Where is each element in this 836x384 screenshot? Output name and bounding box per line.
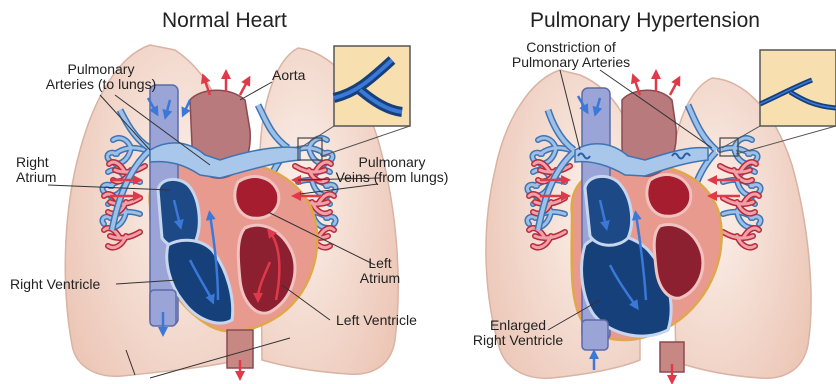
pulmonary-veins-label-line2: Veins (from lungs) bbox=[312, 170, 472, 185]
enlarged-rv-label-line2: Right Ventricle bbox=[460, 333, 576, 348]
constriction-label-line2: Pulmonary Arteries bbox=[486, 55, 656, 70]
constriction-label: Constriction of Pulmonary Arteries bbox=[486, 40, 656, 70]
inferior-vena-cava-ph bbox=[582, 320, 608, 350]
left-atrium-label-line1: Left bbox=[352, 256, 408, 271]
right-atrium-label-line2: Atrium bbox=[16, 170, 56, 185]
constriction-label-line1: Constriction of bbox=[486, 40, 656, 55]
normal-heart-panel bbox=[48, 45, 410, 378]
left-atrium bbox=[235, 177, 279, 219]
pulmonary-arteries-label-line1: Pulmonary bbox=[26, 62, 176, 77]
left-atrium-label: Left Atrium bbox=[352, 256, 408, 286]
right-ventricle-label: Right Ventricle bbox=[10, 277, 100, 292]
enlarged-rv-label-line1: Enlarged bbox=[460, 318, 576, 333]
pulmonary-veins-label-line1: Pulmonary bbox=[312, 155, 472, 170]
left-ventricle-label: Left Ventricle bbox=[336, 313, 417, 328]
pulmonary-hypertension-title: Pulmonary Hypertension bbox=[530, 9, 760, 33]
left-atrium-label-line2: Atrium bbox=[352, 271, 408, 286]
enlarged-right-ventricle-label: Enlarged Right Ventricle bbox=[460, 318, 576, 348]
pulmonary-arteries-label-line2: Arteries (to lungs) bbox=[26, 77, 176, 92]
left-atrium-ph bbox=[647, 175, 691, 217]
aorta-label: Aorta bbox=[272, 68, 305, 83]
normal-heart-title: Normal Heart bbox=[162, 9, 287, 33]
right-atrium-label-line1: Right bbox=[16, 155, 56, 170]
pulmonary-veins-label: Pulmonary Veins (from lungs) bbox=[312, 155, 472, 185]
pulmonary-arteries-label: Pulmonary Arteries (to lungs) bbox=[26, 62, 176, 92]
right-atrium-label: Right Atrium bbox=[16, 155, 56, 185]
